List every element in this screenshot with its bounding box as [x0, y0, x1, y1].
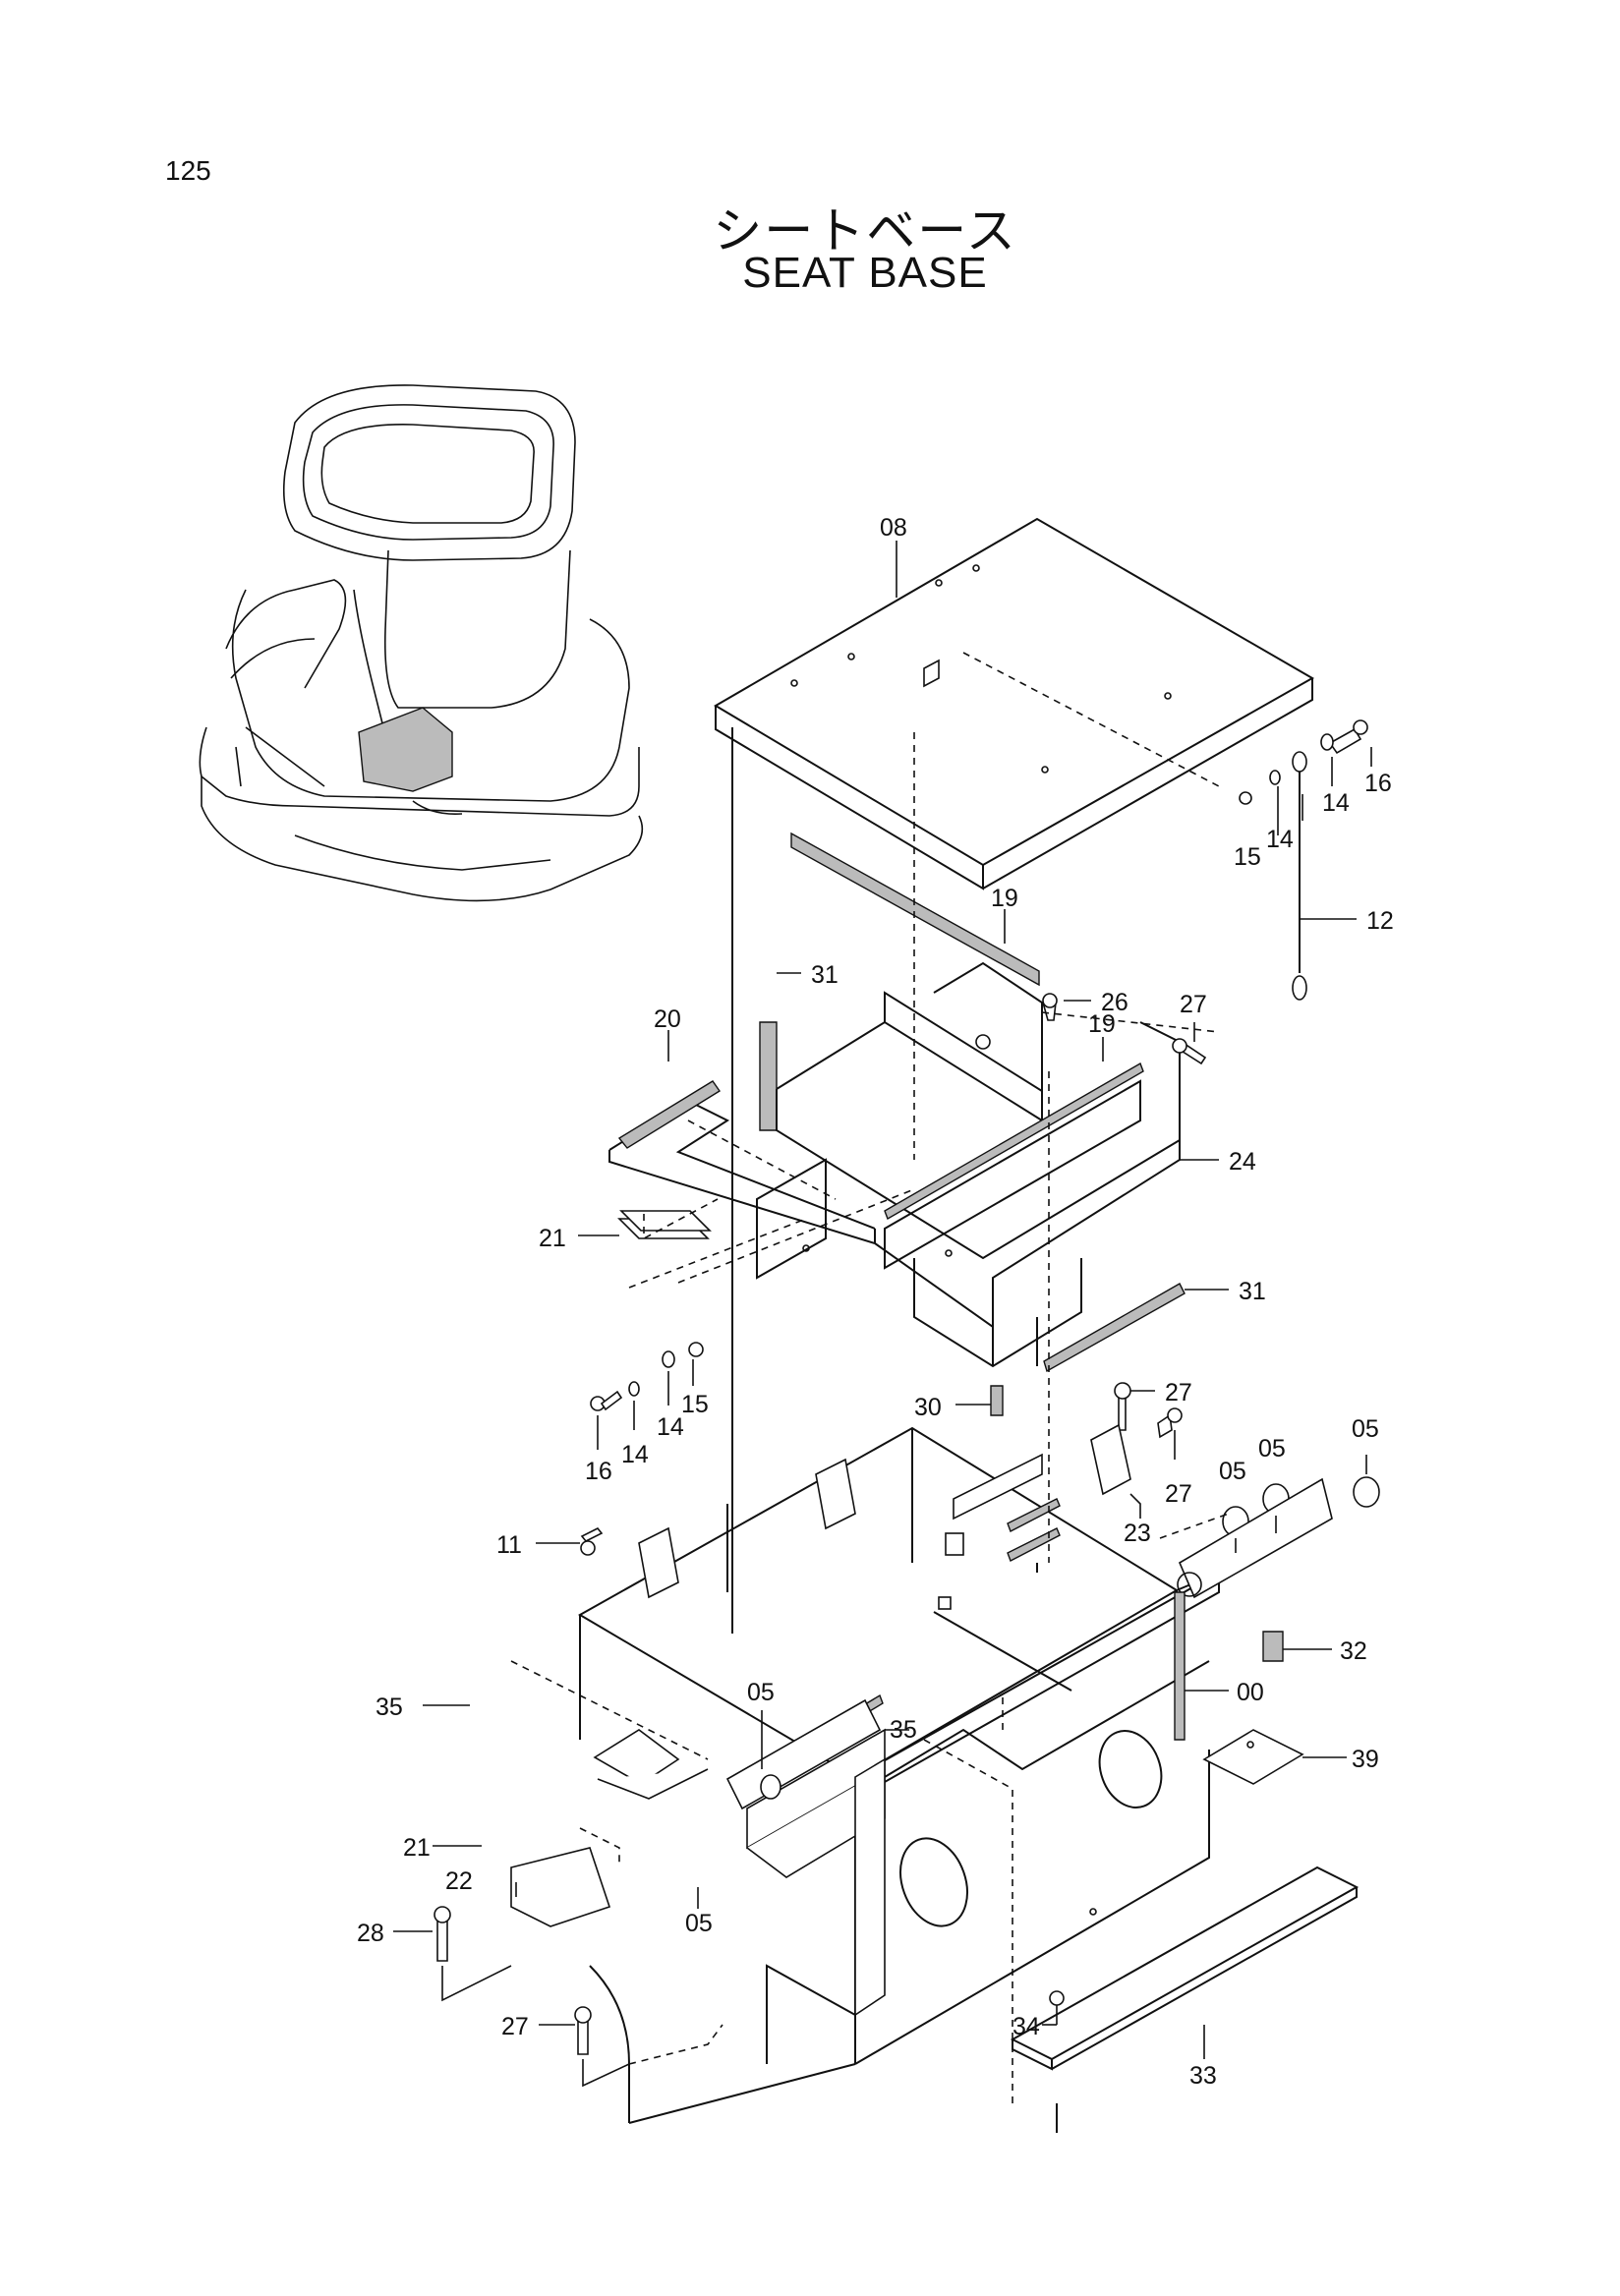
label-27: 27 — [501, 2013, 529, 2040]
label-19: 19 — [1088, 1010, 1116, 1038]
bottom-left-bolts — [434, 1906, 630, 2088]
label-14: 14 — [621, 1441, 649, 1468]
label-23: 23 — [1124, 1520, 1151, 1547]
machine-overview-illustration — [199, 384, 644, 902]
label-05: 05 — [1352, 1415, 1379, 1443]
label-30: 30 — [914, 1394, 942, 1421]
label-27: 27 — [1165, 1379, 1192, 1406]
label-31: 31 — [811, 961, 839, 989]
leader-lines — [393, 541, 1372, 2059]
label-16: 16 — [1364, 770, 1392, 797]
label-14: 14 — [1266, 826, 1294, 853]
label-14: 14 — [657, 1413, 684, 1441]
label-35: 35 — [890, 1716, 917, 1744]
label-16: 16 — [585, 1458, 612, 1485]
upper-frame-assembly — [608, 832, 1186, 1416]
label-05: 05 — [1219, 1458, 1246, 1485]
alignment-lines — [510, 652, 1230, 2133]
label-31: 31 — [1239, 1278, 1266, 1305]
top-hardware — [1239, 719, 1368, 1001]
label-15: 15 — [1234, 843, 1261, 871]
label-35: 35 — [376, 1693, 403, 1721]
label-33: 33 — [1189, 2062, 1217, 2090]
label-14: 14 — [1322, 789, 1350, 817]
label-15: 15 — [681, 1391, 709, 1418]
part-08-top-plate — [714, 517, 1315, 890]
label-27: 27 — [1180, 991, 1207, 1018]
label-05: 05 — [685, 1910, 713, 1937]
label-27: 27 — [1165, 1480, 1192, 1508]
label-28: 28 — [357, 1920, 384, 1947]
title-japanese: シートベース — [713, 202, 1017, 259]
label-21: 21 — [403, 1834, 431, 1862]
page-number: 125 — [165, 155, 211, 186]
title-english: SEAT BASE — [742, 249, 988, 297]
label-21: 21 — [539, 1225, 566, 1252]
label-05: 05 — [1258, 1435, 1286, 1463]
label-19: 19 — [991, 885, 1018, 912]
label-00: 00 — [1237, 1679, 1264, 1706]
part-labels: 08 16 14 15 14 12 19 31 26 27 19 20 24 2… — [357, 514, 1394, 2090]
label-26: 26 — [1101, 989, 1128, 1016]
label-08: 08 — [880, 514, 907, 542]
part-33-bottom-plate — [1010, 1866, 1360, 2071]
label-12: 12 — [1366, 907, 1394, 935]
label-20: 20 — [654, 1005, 681, 1033]
label-11: 11 — [496, 1531, 522, 1559]
label-24: 24 — [1229, 1148, 1256, 1176]
label-32: 32 — [1340, 1637, 1367, 1665]
label-05: 05 — [747, 1679, 775, 1706]
label-22: 22 — [445, 1867, 473, 1895]
part-00-base-box — [510, 1426, 1333, 2124]
label-34: 34 — [1012, 2013, 1040, 2040]
label-39: 39 — [1352, 1746, 1379, 1773]
